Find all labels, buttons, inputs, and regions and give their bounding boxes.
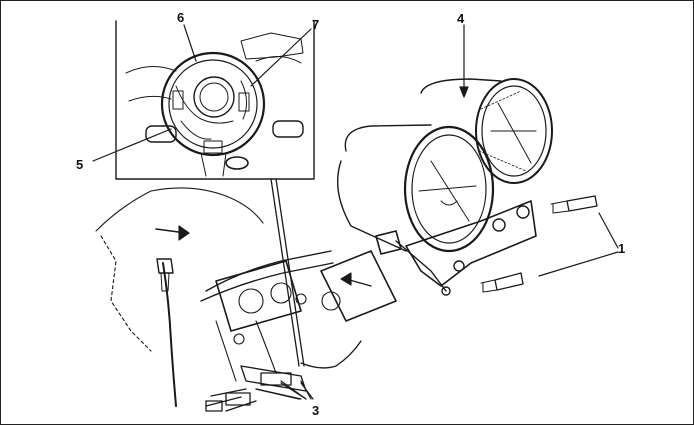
headstock-area xyxy=(95,187,397,407)
callout-1: 1 xyxy=(618,241,626,256)
callout-6: 6 xyxy=(177,10,185,25)
mounting-bolts xyxy=(480,195,598,293)
wiring-harness xyxy=(205,178,362,412)
callout-7: 7 xyxy=(312,17,320,32)
callout-4: 4 xyxy=(457,11,465,26)
inset-leaders xyxy=(92,24,312,162)
inset-detail xyxy=(115,20,315,180)
gauge-cluster xyxy=(336,78,553,296)
callout-3: 3 xyxy=(312,403,320,418)
callout-5: 5 xyxy=(76,157,84,172)
callout-leaders xyxy=(255,24,619,400)
